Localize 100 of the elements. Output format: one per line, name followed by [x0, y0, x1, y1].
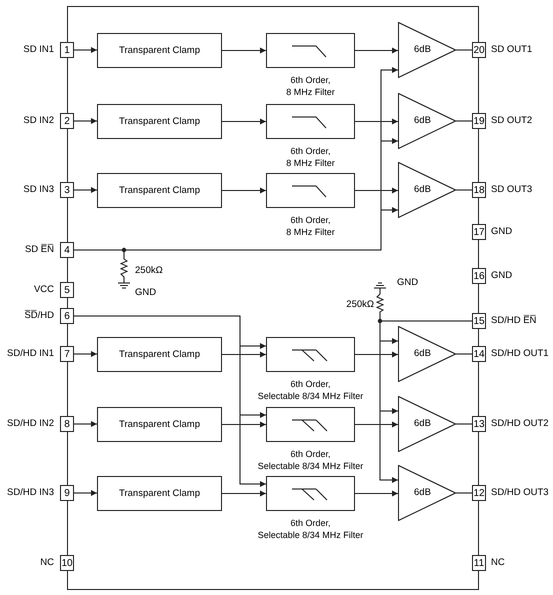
filter-block	[266, 104, 355, 139]
pin-number-box: 14	[472, 346, 486, 362]
arrow	[354, 188, 398, 194]
arrow	[74, 351, 98, 357]
pin-label: SD/HD OUT3	[491, 487, 549, 498]
resistor-value: 250kΩ	[346, 299, 374, 310]
arrow	[354, 352, 398, 358]
amplifier	[398, 93, 456, 149]
pin-number-box: 1	[60, 42, 74, 58]
arrow	[222, 490, 266, 496]
arrow	[74, 187, 98, 193]
block-label: Transparent Clamp	[119, 116, 200, 127]
filter-caption: 6th Order, Selectable 8/34 MHz Filter	[256, 448, 364, 472]
clamp-block	[97, 407, 222, 442]
gain-label: 6dB	[414, 418, 431, 429]
block-label: Transparent Clamp	[119, 419, 200, 430]
arrow	[222, 422, 266, 428]
pin-number-box: 12	[472, 485, 486, 501]
arrow	[222, 352, 266, 358]
pin-number-box: 8	[60, 416, 74, 432]
arrow	[74, 421, 98, 427]
pin-label: GND	[491, 226, 512, 237]
signal-line	[456, 120, 472, 122]
pin-number-box: 16	[472, 268, 486, 284]
pin-label: SD OUT3	[491, 184, 532, 195]
arrow	[74, 490, 98, 496]
pin-label: GND	[491, 270, 512, 281]
pin-label: SD IN2	[23, 115, 54, 126]
gain-label: 6dB	[414, 44, 431, 55]
clamp-block	[97, 476, 222, 511]
pin-label: SD/HD IN1	[7, 348, 54, 359]
arrow	[354, 118, 398, 124]
filter-block	[266, 33, 355, 68]
block-label: Transparent Clamp	[119, 45, 200, 56]
pin-number-box: 19	[472, 113, 486, 129]
filter-caption: 6th Order, Selectable 8/34 MHz Filter	[256, 517, 364, 542]
block-label: Transparent Clamp	[119, 349, 200, 360]
arrow	[222, 118, 266, 124]
pin-number-box: 13	[472, 416, 486, 432]
pin-number-box: 15	[472, 313, 486, 329]
filter-caption: 6th Order, 8 MHz Filter	[285, 145, 336, 170]
gain-label: 6dB	[414, 487, 431, 498]
pin-label: NC	[40, 557, 54, 568]
filter-caption: 6th Order, 8 MHz Filter	[285, 214, 336, 238]
pin-number-box: 9	[60, 485, 74, 501]
gain-label: 6dB	[414, 115, 431, 126]
arrow	[74, 118, 98, 124]
pin-number-box: 20	[472, 42, 486, 58]
amplifier	[398, 465, 456, 521]
filter-caption: 6th Order, Selectable 8/34 MHz Filter	[256, 378, 364, 402]
clamp-block	[97, 337, 222, 372]
pin-label: SD E̅N̅	[24, 244, 54, 255]
pin-label: SD IN3	[23, 184, 54, 195]
gain-label: 6dB	[414, 184, 431, 195]
pin-number-box: 11	[472, 555, 486, 571]
pin-number-box: 4	[60, 242, 74, 258]
pin-label: SD/HD OUT2	[491, 418, 549, 429]
block-label: Transparent Clamp	[119, 185, 200, 196]
pin-number-box: 17	[472, 224, 486, 240]
pin-label: VCC	[34, 284, 54, 295]
pin-label: S̅D̅/HD	[24, 310, 54, 321]
pin-number-box: 5	[60, 282, 74, 298]
pin-number-box: 6	[60, 308, 74, 324]
pin-label: NC	[491, 557, 505, 568]
filter-block	[266, 476, 355, 511]
pin-label: SD/HD IN2	[7, 418, 54, 429]
filter-caption: 6th Order, 8 MHz Filter	[285, 74, 336, 98]
gain-label: 6dB	[414, 348, 431, 359]
resistor-value: 250kΩ	[135, 265, 163, 276]
pin-number-box: 3	[60, 182, 74, 198]
amplifier	[398, 162, 456, 218]
arrow	[354, 48, 398, 54]
filter-block	[266, 337, 355, 372]
arrow	[354, 490, 398, 496]
pin-number-box: 10	[60, 555, 74, 571]
arrow	[222, 48, 266, 54]
amplifier	[398, 396, 456, 452]
clamp-block	[97, 173, 222, 208]
amplifier	[398, 22, 456, 78]
arrow	[354, 422, 398, 428]
pin-label: SD/HD OUT1	[491, 348, 549, 359]
signal-line	[456, 492, 472, 494]
net-label: GND	[397, 277, 418, 288]
pin-label: SD/HD IN3	[7, 487, 54, 498]
filter-block	[266, 407, 355, 442]
pin-label: SD IN1	[23, 44, 54, 55]
clamp-block	[97, 104, 222, 139]
pin-label: SD OUT1	[491, 44, 532, 55]
arrow	[222, 188, 266, 194]
pin-number-box: 7	[60, 346, 74, 362]
clamp-block	[97, 33, 222, 68]
net-label: GND	[135, 287, 156, 298]
pin-label: SD/HD E̅N̅	[491, 315, 536, 326]
pin-label: SD OUT2	[491, 115, 532, 126]
filter-block	[266, 173, 355, 208]
block-label: Transparent Clamp	[119, 488, 200, 499]
arrow	[74, 47, 98, 53]
amplifier	[398, 326, 456, 382]
pin-number-box: 18	[472, 182, 486, 198]
pin-number-box: 2	[60, 113, 74, 129]
